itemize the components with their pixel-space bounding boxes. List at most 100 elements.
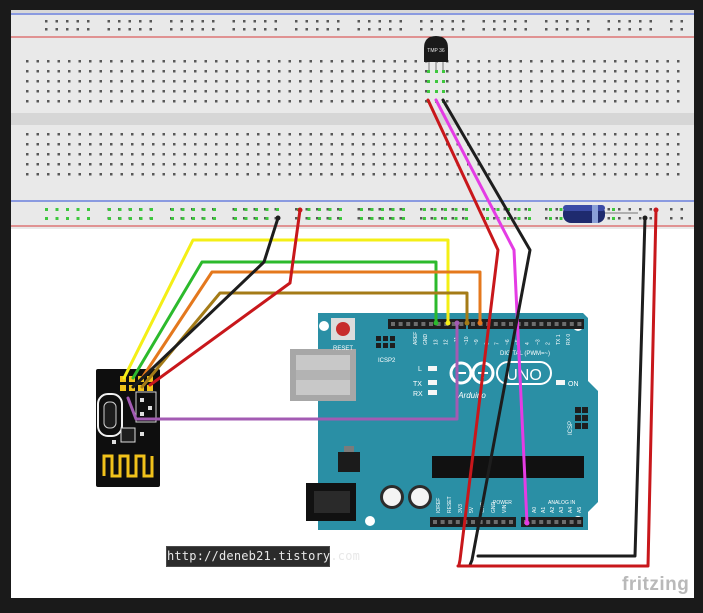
breadboard-hole <box>243 217 246 220</box>
header-hole <box>531 322 536 326</box>
breadboard-hole <box>204 70 207 73</box>
breadboard-hole <box>603 100 606 103</box>
breadboard-hole <box>87 20 90 23</box>
breadboard-hole <box>120 143 123 146</box>
breadboard-hole <box>288 143 291 146</box>
digital-pin-label: ~10 <box>464 336 470 345</box>
breadboard-hole <box>78 70 81 73</box>
header-hole <box>531 520 536 524</box>
breadboard-hole <box>78 153 81 156</box>
breadboard-hole <box>603 133 606 136</box>
breadboard-hole <box>498 133 501 136</box>
breadboard-hole <box>635 133 638 136</box>
connected-hole <box>360 217 363 220</box>
breadboard-hole <box>173 60 176 63</box>
breadboard-hole <box>162 133 165 136</box>
breadboard-hole <box>152 163 155 166</box>
breadboard-hole <box>446 100 449 103</box>
breadboard-hole <box>194 173 197 176</box>
connected-hole <box>486 217 489 220</box>
digital-pin-label: ~9 <box>474 339 480 345</box>
breadboard-hole <box>451 20 454 23</box>
breadboard-hole <box>351 133 354 136</box>
breadboard-hole <box>514 20 517 23</box>
breadboard-hole <box>341 163 344 166</box>
connected-hole <box>192 208 195 211</box>
icsp2-pin <box>390 343 395 348</box>
breadboard-hole <box>173 100 176 103</box>
breadboard-hole <box>645 70 648 73</box>
breadboard-hole <box>68 60 71 63</box>
breadboard-hole <box>253 208 256 211</box>
breadboard-hole <box>183 60 186 63</box>
breadboard-hole <box>76 20 79 23</box>
breadboard-hole <box>488 90 491 93</box>
breadboard-hole <box>551 70 554 73</box>
breadboard-hole <box>551 173 554 176</box>
breadboard-hole <box>36 143 39 146</box>
header-hole <box>448 520 453 524</box>
breadboard-hole <box>320 133 323 136</box>
breadboard-hole <box>246 143 249 146</box>
breadboard-hole <box>194 100 197 103</box>
breadboard-hole <box>89 173 92 176</box>
connected-hole <box>129 208 132 211</box>
breadboard-hole <box>162 60 165 63</box>
breadboard-hole <box>666 163 669 166</box>
breadboard-hole <box>68 133 71 136</box>
breadboard-hole <box>624 70 627 73</box>
breadboard-hole <box>614 173 617 176</box>
breadboard-hole <box>326 28 329 31</box>
breadboard-hole <box>341 100 344 103</box>
breadboard-hole <box>131 143 134 146</box>
breadboard-hole <box>110 133 113 136</box>
connected-hole <box>454 217 458 220</box>
breadboard-hole <box>183 143 186 146</box>
breadboard-hole <box>462 208 465 211</box>
fritzing-logo: fritzing <box>622 574 690 595</box>
breadboard-hole <box>99 163 102 166</box>
breadboard-hole <box>451 208 454 211</box>
connected-hole <box>427 70 430 73</box>
breadboard-hole <box>680 28 683 31</box>
breadboard-hole <box>89 163 92 166</box>
breadboard-hole <box>561 173 564 176</box>
breadboard-hole <box>45 28 48 31</box>
connected-hole <box>213 208 216 211</box>
breadboard-hole <box>530 90 533 93</box>
breadboard-hole <box>246 173 249 176</box>
breadboard-hole <box>26 153 29 156</box>
breadboard-hole <box>183 100 186 103</box>
breadboard-hole <box>246 133 249 136</box>
breadboard-hole <box>236 143 239 146</box>
breadboard-hole <box>326 208 329 211</box>
breadboard-hole <box>246 70 249 73</box>
icsp2-pin <box>376 343 381 348</box>
breadboard-hole <box>68 173 71 176</box>
breadboard-hole <box>593 80 596 83</box>
breadboard-hole <box>635 143 638 146</box>
breadboard-hole <box>264 208 267 211</box>
breadboard-hole <box>320 70 323 73</box>
breadboard-hole <box>201 28 204 31</box>
breadboard-hole <box>540 90 543 93</box>
breadboard-hole <box>128 28 131 31</box>
breadboard-hole <box>561 143 564 146</box>
header-hole <box>459 322 464 326</box>
breadboard-hole <box>89 143 92 146</box>
header-hole <box>524 322 529 326</box>
connected-hole <box>328 217 332 220</box>
breadboard-hole <box>530 80 533 83</box>
crystal-oscillator <box>97 393 123 437</box>
breadboard-hole <box>299 70 302 73</box>
breadboard-hole <box>649 28 652 31</box>
breadboard-hole <box>404 60 407 63</box>
breadboard-hole <box>267 163 270 166</box>
breadboard-hole <box>656 173 659 176</box>
breadboard-hole <box>614 133 617 136</box>
breadboard-hole <box>330 133 333 136</box>
connected-hole <box>391 208 395 211</box>
breadboard-hole <box>467 133 470 136</box>
wire-end <box>275 215 281 221</box>
